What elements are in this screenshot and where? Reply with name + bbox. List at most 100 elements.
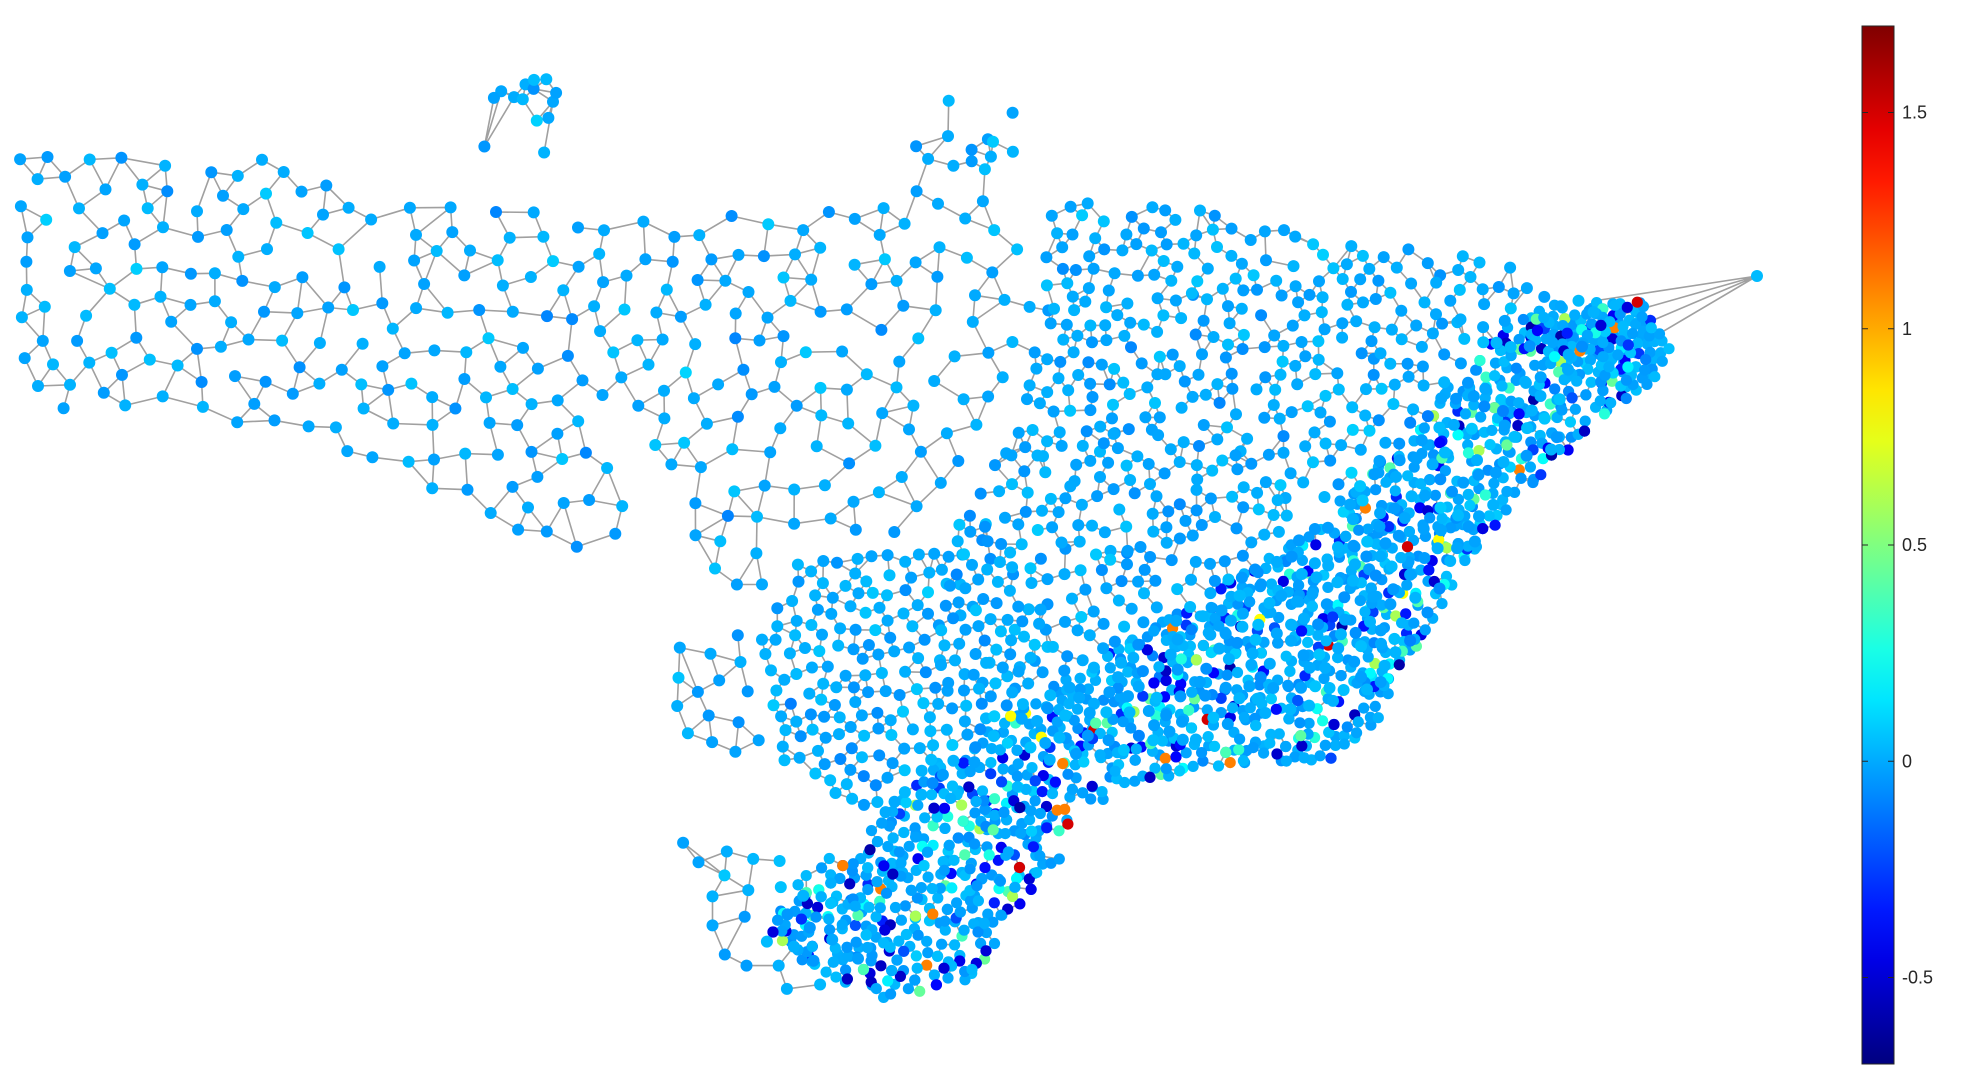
- graph-node: [583, 494, 596, 506]
- graph-node: [1401, 541, 1414, 553]
- graph-node: [459, 447, 472, 460]
- graph-node: [1078, 756, 1090, 768]
- graph-node: [852, 952, 864, 965]
- graph-node: [1283, 713, 1295, 725]
- graph-node: [1160, 763, 1172, 775]
- graph-node: [1549, 383, 1561, 395]
- graph-node: [1751, 270, 1763, 282]
- graph-node: [1599, 369, 1611, 381]
- graph-node: [449, 402, 462, 415]
- graph-node: [1219, 681, 1232, 694]
- graph-node: [1130, 743, 1142, 755]
- graph-node: [1332, 541, 1344, 554]
- colorbar-tick-label: -0.5: [1902, 968, 1933, 988]
- graph-node: [1564, 416, 1576, 428]
- graph-node: [1513, 397, 1525, 409]
- graph-node: [809, 767, 822, 780]
- graph-node: [355, 378, 368, 391]
- graph-node: [777, 330, 790, 343]
- graph-node: [1282, 679, 1294, 691]
- graph-node: [823, 913, 835, 925]
- graph-node: [1128, 487, 1141, 500]
- graph-node: [40, 213, 53, 226]
- graph-node: [225, 316, 238, 329]
- graph-node: [926, 883, 938, 895]
- graph-node: [902, 983, 915, 995]
- graph-node: [458, 269, 471, 282]
- graph-node: [1083, 629, 1096, 642]
- graph-node: [774, 422, 787, 435]
- graph-node: [484, 507, 497, 519]
- graph-node: [1419, 624, 1431, 636]
- graph-node: [1157, 255, 1170, 267]
- graph-node: [986, 743, 998, 755]
- graph-node: [741, 685, 754, 698]
- graph-node: [691, 685, 704, 698]
- graph-node: [531, 470, 544, 483]
- graph-node: [1294, 717, 1306, 729]
- graph-node: [1252, 503, 1265, 516]
- graph-node: [1285, 634, 1297, 647]
- graph-node: [1323, 682, 1336, 694]
- graph-node: [1084, 319, 1097, 332]
- graph-node: [1225, 249, 1238, 262]
- graph-node: [1116, 244, 1129, 257]
- graph-node: [156, 261, 169, 274]
- graph-node: [1318, 323, 1331, 336]
- graph-node: [1245, 536, 1258, 549]
- graph-node: [731, 629, 744, 642]
- graph-node: [909, 822, 921, 834]
- graph-node: [1538, 311, 1550, 324]
- graph-node: [1566, 392, 1578, 404]
- graph-node: [1405, 490, 1418, 503]
- graph-node: [268, 414, 281, 427]
- graph-node: [1197, 419, 1210, 431]
- graph-node: [1041, 822, 1053, 834]
- graph-node: [878, 860, 890, 872]
- graph-node: [547, 255, 559, 268]
- graph-node: [860, 929, 872, 941]
- graph-node: [332, 243, 345, 256]
- graph-node: [143, 353, 156, 366]
- graph-node: [753, 334, 766, 347]
- graph-node: [598, 224, 610, 237]
- graph-node: [1452, 429, 1464, 441]
- graph-node: [881, 614, 894, 627]
- graph-node: [1236, 607, 1249, 620]
- graph-node: [1066, 228, 1079, 241]
- graph-node: [978, 163, 991, 176]
- graph-node: [1208, 574, 1221, 587]
- graph-node: [712, 378, 725, 391]
- graph-node: [1155, 226, 1167, 239]
- graph-node: [1622, 339, 1634, 351]
- graph-node: [97, 386, 110, 399]
- graph-node: [119, 399, 132, 412]
- graph-node: [795, 913, 808, 925]
- graph-node: [1653, 328, 1666, 340]
- graph-node: [1129, 775, 1141, 787]
- graph-node: [1545, 443, 1558, 456]
- graph-node: [1037, 770, 1049, 782]
- graph-node: [1169, 213, 1182, 226]
- graph-node: [934, 476, 947, 489]
- graph-node: [1308, 557, 1321, 570]
- graph-node: [1441, 542, 1453, 554]
- graph-node: [1489, 357, 1502, 369]
- graph-node: [847, 495, 860, 508]
- graph-node: [1251, 692, 1264, 705]
- graph-node: [1273, 728, 1285, 740]
- graph-node: [1115, 656, 1128, 669]
- graph-node: [1171, 633, 1184, 646]
- graph-node: [922, 947, 934, 959]
- graph-node: [818, 710, 831, 723]
- graph-node: [1285, 406, 1298, 419]
- graph-node: [365, 213, 378, 226]
- graph-node: [1630, 318, 1642, 330]
- graph-node: [788, 517, 801, 530]
- graph-node: [869, 439, 882, 452]
- graph-node: [557, 497, 570, 509]
- graph-node: [356, 337, 369, 350]
- graph-node: [668, 230, 681, 243]
- graph-node: [1351, 727, 1363, 739]
- graph-node: [859, 606, 872, 619]
